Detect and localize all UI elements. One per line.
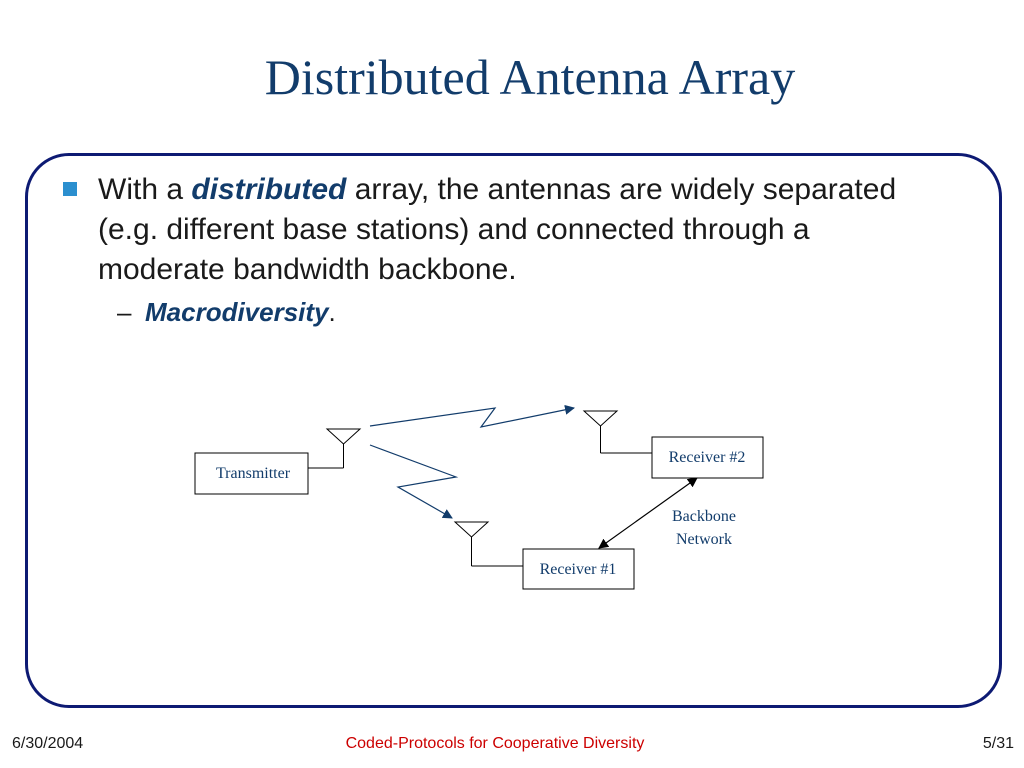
transmitter-box: [194, 452, 309, 495]
receiver1-box: [522, 548, 635, 590]
bullet-main: With a distributed array, the antennas a…: [63, 170, 943, 290]
bullet-main-emphasis: distributed: [191, 173, 347, 206]
receiver2-label: Receiver #2: [669, 449, 746, 466]
receiver2-node: Receiver #2: [651, 436, 764, 479]
transmitter-node: Transmitter: [194, 452, 309, 495]
sub-bullet-suffix: .: [328, 297, 336, 327]
square-bullet-icon: [63, 182, 77, 196]
bullet-main-prefix: With a: [98, 173, 192, 206]
bullet-main-suffix: array, the antennas are widely separated…: [98, 173, 897, 286]
transmitter-label: Transmitter: [216, 465, 291, 482]
receiver1-antenna-icon: [453, 521, 523, 567]
receiver2-box: [651, 436, 764, 479]
transmitter-antenna-icon: [308, 428, 362, 469]
footer-date: 6/30/2004: [12, 735, 84, 752]
backbone-link: [598, 477, 698, 549]
wireless-link-receiver2: [369, 404, 575, 428]
footer-title: Coded-Protocols for Cooperative Diversit…: [345, 735, 645, 752]
footer-page-number: 5/31: [982, 735, 1014, 752]
sub-bullet-dash: –: [117, 297, 132, 327]
bullet-main-text: With a distributed array, the antennas a…: [98, 170, 943, 290]
sub-bullet-emphasis: Macrodiversity: [145, 297, 329, 327]
content-frame: [25, 153, 1002, 708]
receiver2-antenna-icon: [582, 410, 652, 454]
receiver1-label: Receiver #1: [540, 561, 617, 578]
backbone-label-line2: Network: [676, 531, 732, 548]
receiver1-node: Receiver #1: [522, 548, 635, 590]
slide-title: Distributed Antenna Array: [264, 49, 796, 105]
wireless-link-receiver1: [369, 444, 459, 519]
backbone-label-line1: Backbone: [672, 508, 736, 525]
sub-bullet: –Macrodiversity.: [117, 296, 336, 328]
